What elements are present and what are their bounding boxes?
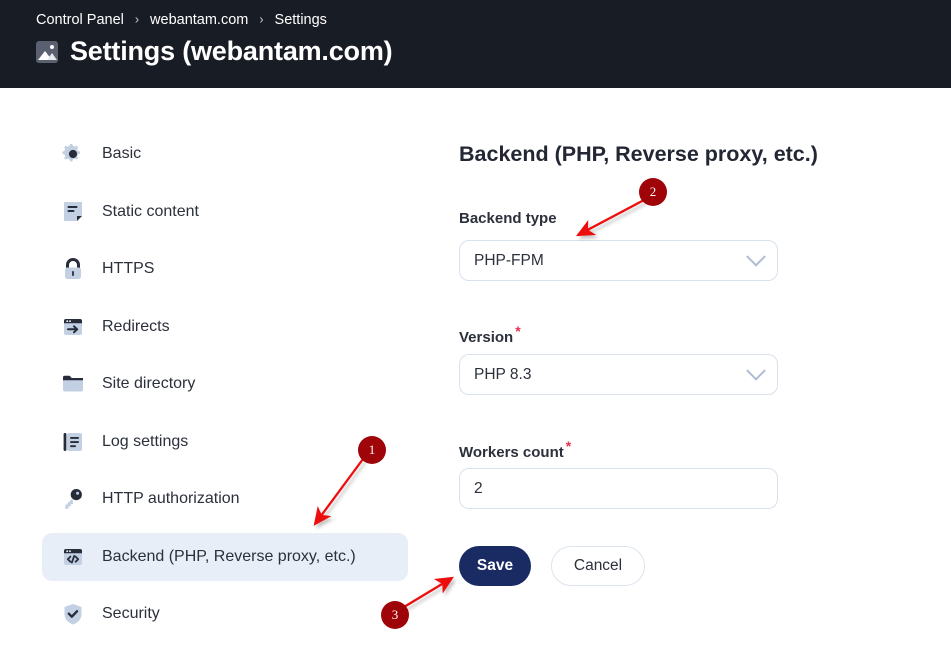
workers-count-label: Workers count*: [459, 439, 571, 461]
sidebar-item-backend[interactable]: Backend (PHP, Reverse proxy, etc.): [42, 532, 408, 581]
document-edit-icon: [60, 199, 86, 225]
broken-image-icon-mountain-small: [47, 52, 57, 60]
folder-icon: [60, 371, 86, 397]
key-icon: [60, 486, 86, 512]
required-marker: *: [515, 323, 521, 339]
shield-check-icon: [60, 601, 86, 627]
code-window-icon: [60, 544, 86, 570]
cancel-button[interactable]: Cancel: [551, 546, 645, 586]
broken-image-icon: [36, 40, 58, 63]
sidebar-item-label: Log settings: [102, 432, 189, 450]
page-title: Settings (webantam.com): [70, 36, 393, 66]
required-marker: *: [565, 438, 572, 454]
lock-icon: [60, 256, 86, 282]
broken-image-icon-mountain: [38, 50, 52, 60]
sidebar-item-label: Static content: [102, 202, 199, 220]
sidebar-item-label: Basic: [102, 145, 142, 162]
sidebar-item-https[interactable]: HTTPS: [42, 245, 408, 293]
broken-image-icon-sun: [50, 44, 54, 49]
backend-type-value: PHP-FPM: [474, 251, 544, 269]
sidebar-item-http-authorization[interactable]: HTTP authorization: [42, 475, 408, 523]
version-value: PHP 8.3: [474, 365, 532, 383]
sidebar-item-site-directory[interactable]: Site directory: [42, 360, 408, 408]
backend-settings-panel: Backend (PHP, Reverse proxy, etc.) Backe…: [459, 88, 951, 656]
gear-icon: [60, 141, 86, 167]
version-select[interactable]: PHP 8.3: [459, 354, 778, 395]
breadcrumb-item-domain[interactable]: webantam.com: [150, 12, 249, 28]
workers-count-label-text: Workers count: [459, 444, 564, 461]
backend-type-label-text: Backend type: [459, 210, 557, 227]
workers-count-input[interactable]: 2: [459, 468, 778, 509]
sidebar-item-log-settings[interactable]: Log settings: [42, 418, 408, 466]
settings-sidebar: Basic Static content HTTPS: [0, 88, 430, 656]
breadcrumb-item-settings[interactable]: Settings: [274, 12, 327, 28]
sidebar-item-basic[interactable]: Basic: [42, 130, 408, 178]
sidebar-item-label: Redirects: [102, 317, 170, 335]
section-title: Backend (PHP, Reverse proxy, etc.): [459, 142, 818, 166]
backend-type-select[interactable]: PHP-FPM: [459, 240, 778, 281]
version-label-text: Version: [459, 329, 514, 346]
sidebar-item-redirects[interactable]: Redirects: [42, 303, 408, 351]
app-header: Control Panel › webantam.com › Settings …: [0, 0, 951, 88]
backend-type-label: Backend type: [459, 210, 557, 227]
log-lines-icon: [60, 429, 86, 455]
redirect-arrow-icon: [60, 314, 86, 340]
sidebar-item-label: HTTP authorization: [102, 490, 240, 507]
chevron-down-icon: [746, 246, 766, 267]
save-button[interactable]: Save: [459, 546, 531, 586]
version-label: Version*: [459, 324, 521, 346]
sidebar-item-label: Security: [102, 605, 160, 622]
chevron-down-icon: [746, 360, 766, 381]
sidebar-item-label: Site directory: [102, 375, 196, 392]
page-title-row: Settings (webantam.com): [36, 36, 393, 67]
breadcrumb-separator-icon: ›: [259, 12, 264, 27]
sidebar-item-security[interactable]: Security: [42, 590, 408, 638]
breadcrumb-separator-icon: ›: [134, 12, 140, 27]
sidebar-item-label: Backend (PHP, Reverse proxy, etc.): [102, 547, 356, 565]
breadcrumb-item-control-panel[interactable]: Control Panel: [36, 12, 124, 28]
sidebar-item-static-content[interactable]: Static content: [42, 188, 408, 236]
breadcrumb: Control Panel › webantam.com › Settings: [36, 12, 327, 28]
workers-count-value: 2: [474, 479, 483, 497]
sidebar-item-label: HTTPS: [102, 260, 155, 277]
